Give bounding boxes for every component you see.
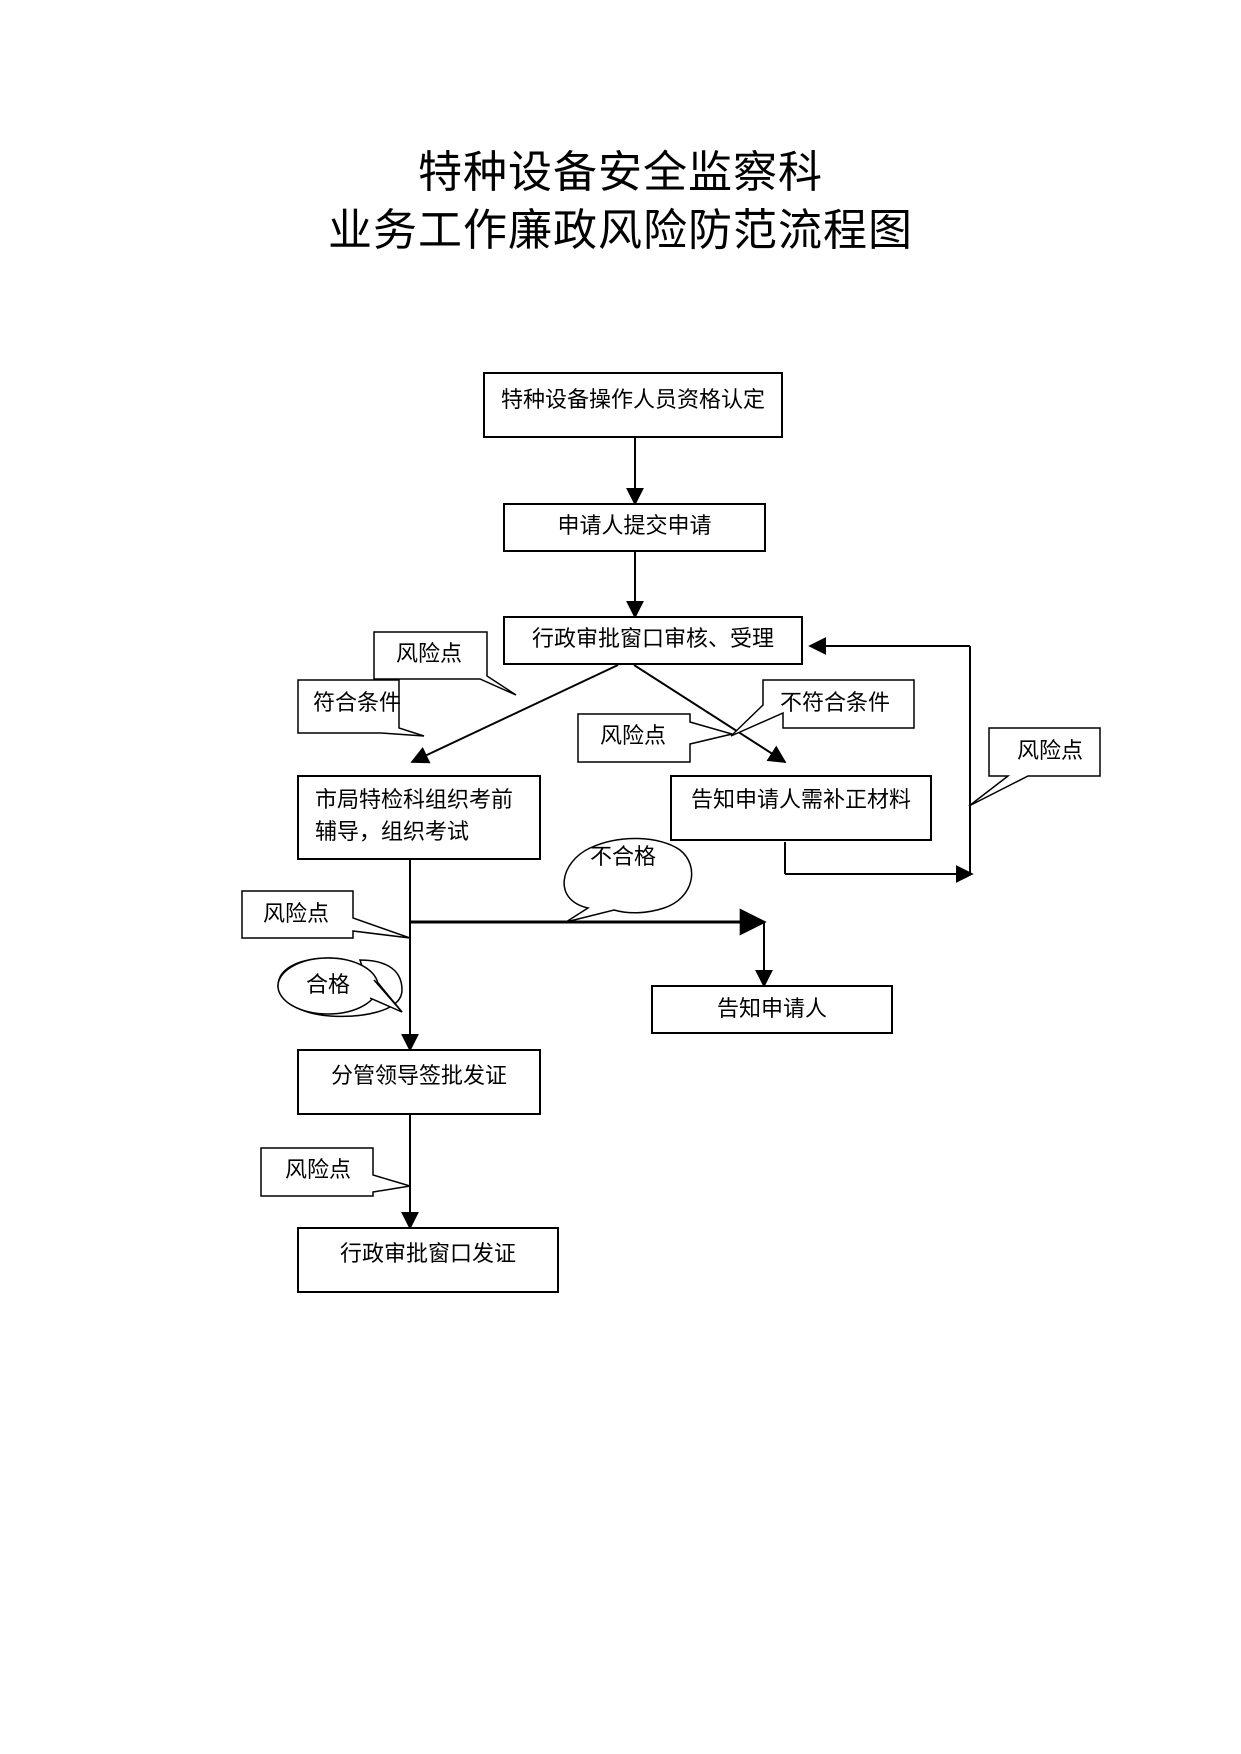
node-sign-label: 分管领导签批发证 xyxy=(330,1064,507,1089)
arrow-review-to-exam xyxy=(410,664,619,764)
page-title-line2: 业务工作廉政风险防范流程图 xyxy=(328,205,913,256)
callout-pass: 合格 xyxy=(306,973,351,998)
callout-risk-5-shape xyxy=(260,1147,411,1197)
callout-risk-3-shape xyxy=(968,727,1101,807)
callout-fail: 不合格 xyxy=(590,845,657,870)
callout-risk-5: 风险点 xyxy=(285,1158,352,1183)
arrow-review-to-supplement xyxy=(633,664,787,763)
callout-risk-3: 风险点 xyxy=(1017,739,1084,764)
node-review-label: 行政审批窗口审核、受理 xyxy=(531,627,774,652)
callout-pass-tail xyxy=(369,979,403,1013)
callout-risk-1-shape xyxy=(373,631,517,696)
callout-risk-2: 风险点 xyxy=(600,724,667,749)
node-exam-label: 市局特检科组织考前辅导，组织考试 xyxy=(315,788,514,845)
node-supplement-label: 告知申请人需补正材料 xyxy=(690,788,911,813)
node-supplement: 告知申请人需补正材料 xyxy=(670,775,932,841)
node-start-label: 特种设备操作人员资格认定 xyxy=(500,388,765,413)
callout-risk-2-shape xyxy=(577,713,735,763)
callout-not-meets: 不符合条件 xyxy=(780,691,891,716)
node-exam: 市局特检科组织考前辅导，组织考试 xyxy=(297,775,541,860)
callout-fail-shape xyxy=(563,837,693,923)
callout-risk-1: 风险点 xyxy=(396,642,463,667)
node-issue: 行政审批窗口发证 xyxy=(297,1227,559,1293)
callout-meets: 符合条件 xyxy=(313,691,402,716)
node-submit-label: 申请人提交申请 xyxy=(557,514,712,539)
node-start: 特种设备操作人员资格认定 xyxy=(483,372,783,438)
callout-meets-shape xyxy=(297,679,425,737)
callout-not-meets-shape xyxy=(730,679,915,737)
node-review: 行政审批窗口审核、受理 xyxy=(503,616,803,665)
node-notify: 告知申请人 xyxy=(651,985,893,1034)
node-submit: 申请人提交申请 xyxy=(503,503,766,552)
page-title-line1: 特种设备安全监察科 xyxy=(418,147,823,198)
callout-risk-4: 风险点 xyxy=(263,902,330,927)
node-issue-label: 行政审批窗口发证 xyxy=(339,1242,516,1267)
callout-risk-4-shape xyxy=(241,890,411,939)
node-notify-label: 告知申请人 xyxy=(716,997,827,1022)
node-sign: 分管领导签批发证 xyxy=(297,1049,541,1115)
